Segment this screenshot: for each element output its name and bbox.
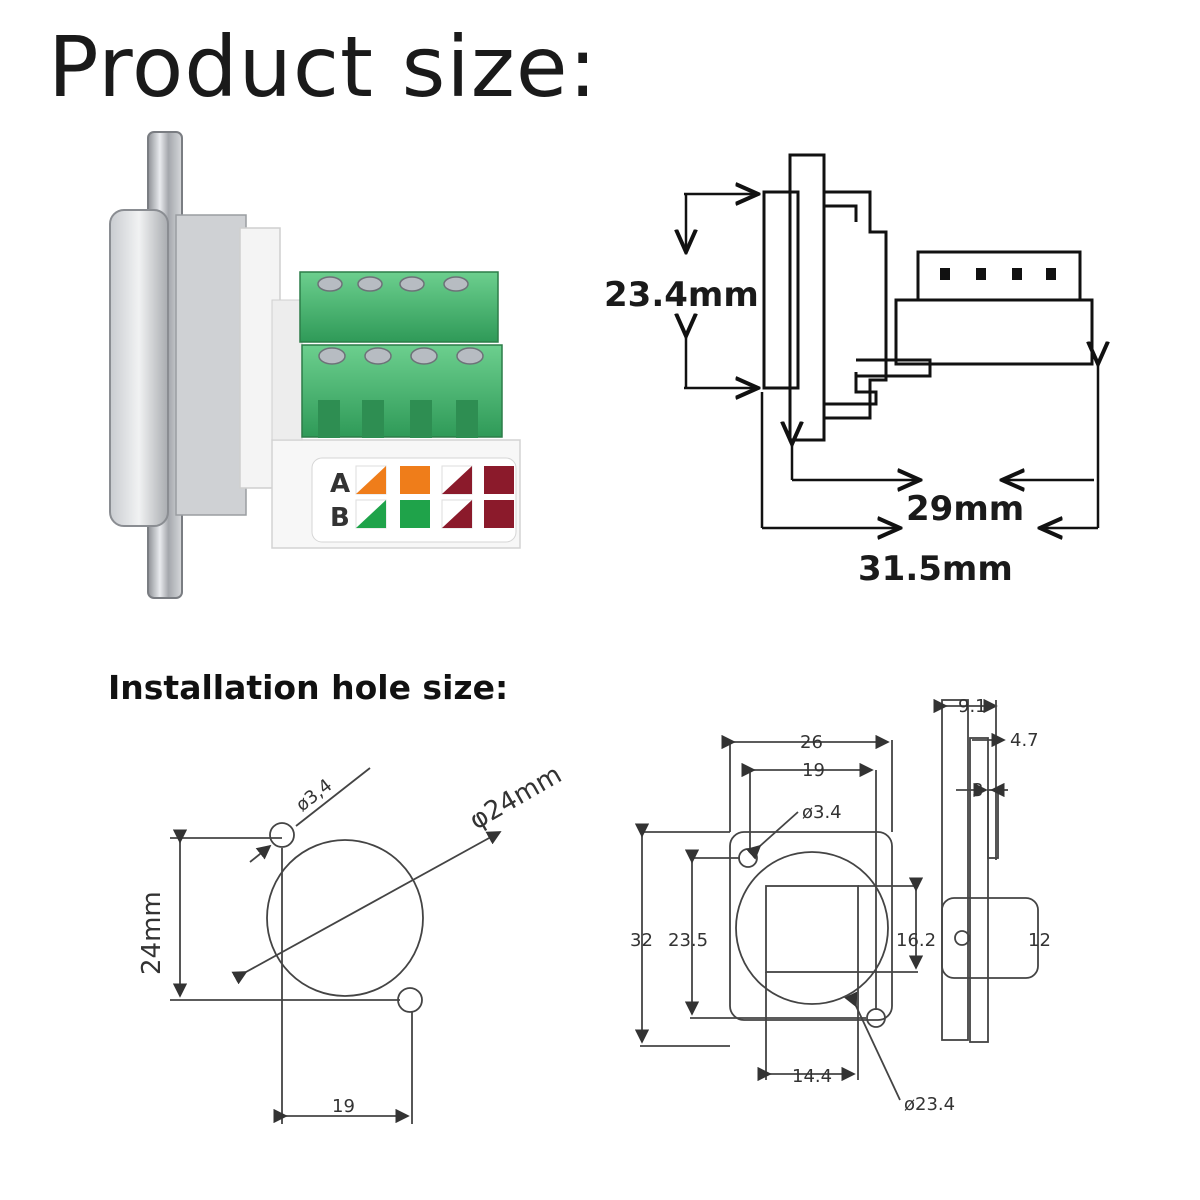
label-a: A [330,469,350,499]
svg-text:32: 32 [630,930,653,951]
hole-height-label: 24mm [137,891,167,975]
screw-icons [317,276,484,365]
label-b: B [330,503,350,533]
height-dimension-label: 23.4mm [604,275,759,315]
front-view-drawing [634,734,924,1101]
small-hole-label: ø3,4 [292,775,336,816]
profile-view-labels: 9.1 4.7 3 12 [958,696,1051,951]
total-depth-label: 31.5mm [858,549,1013,589]
svg-text:ø23.4: ø23.4 [904,1094,955,1115]
side-view-dimensions [684,194,1098,528]
hole-drawing [170,767,502,1124]
svg-text:4.7: 4.7 [1010,730,1039,751]
svg-text:23.5: 23.5 [668,930,708,951]
hole-diameter-label: φ24mm [465,760,567,836]
svg-text:12: 12 [1028,930,1051,951]
hole-spacing-label: 19 [332,1096,355,1117]
side-view-drawing [762,153,1094,442]
page-title: Product size: [48,18,598,116]
color-code-swatches [355,465,514,529]
inner-depth-label: 29mm [906,489,1024,529]
svg-text:14.4: 14.4 [792,1066,832,1087]
svg-text:3: 3 [972,780,983,801]
svg-text:9.1: 9.1 [958,696,987,717]
svg-text:ø3.4: ø3.4 [802,802,842,823]
svg-text:26: 26 [800,732,823,753]
profile-view-drawing [933,698,1039,1043]
front-view-labels: 26 19 ø3.4 32 23.5 16.2 14.4 ø23.4 [630,732,955,1115]
svg-text:16.2: 16.2 [896,930,936,951]
svg-text:19: 19 [802,760,825,781]
connector-photo: A B [109,131,521,599]
section-title: Installation hole size: [108,668,509,707]
